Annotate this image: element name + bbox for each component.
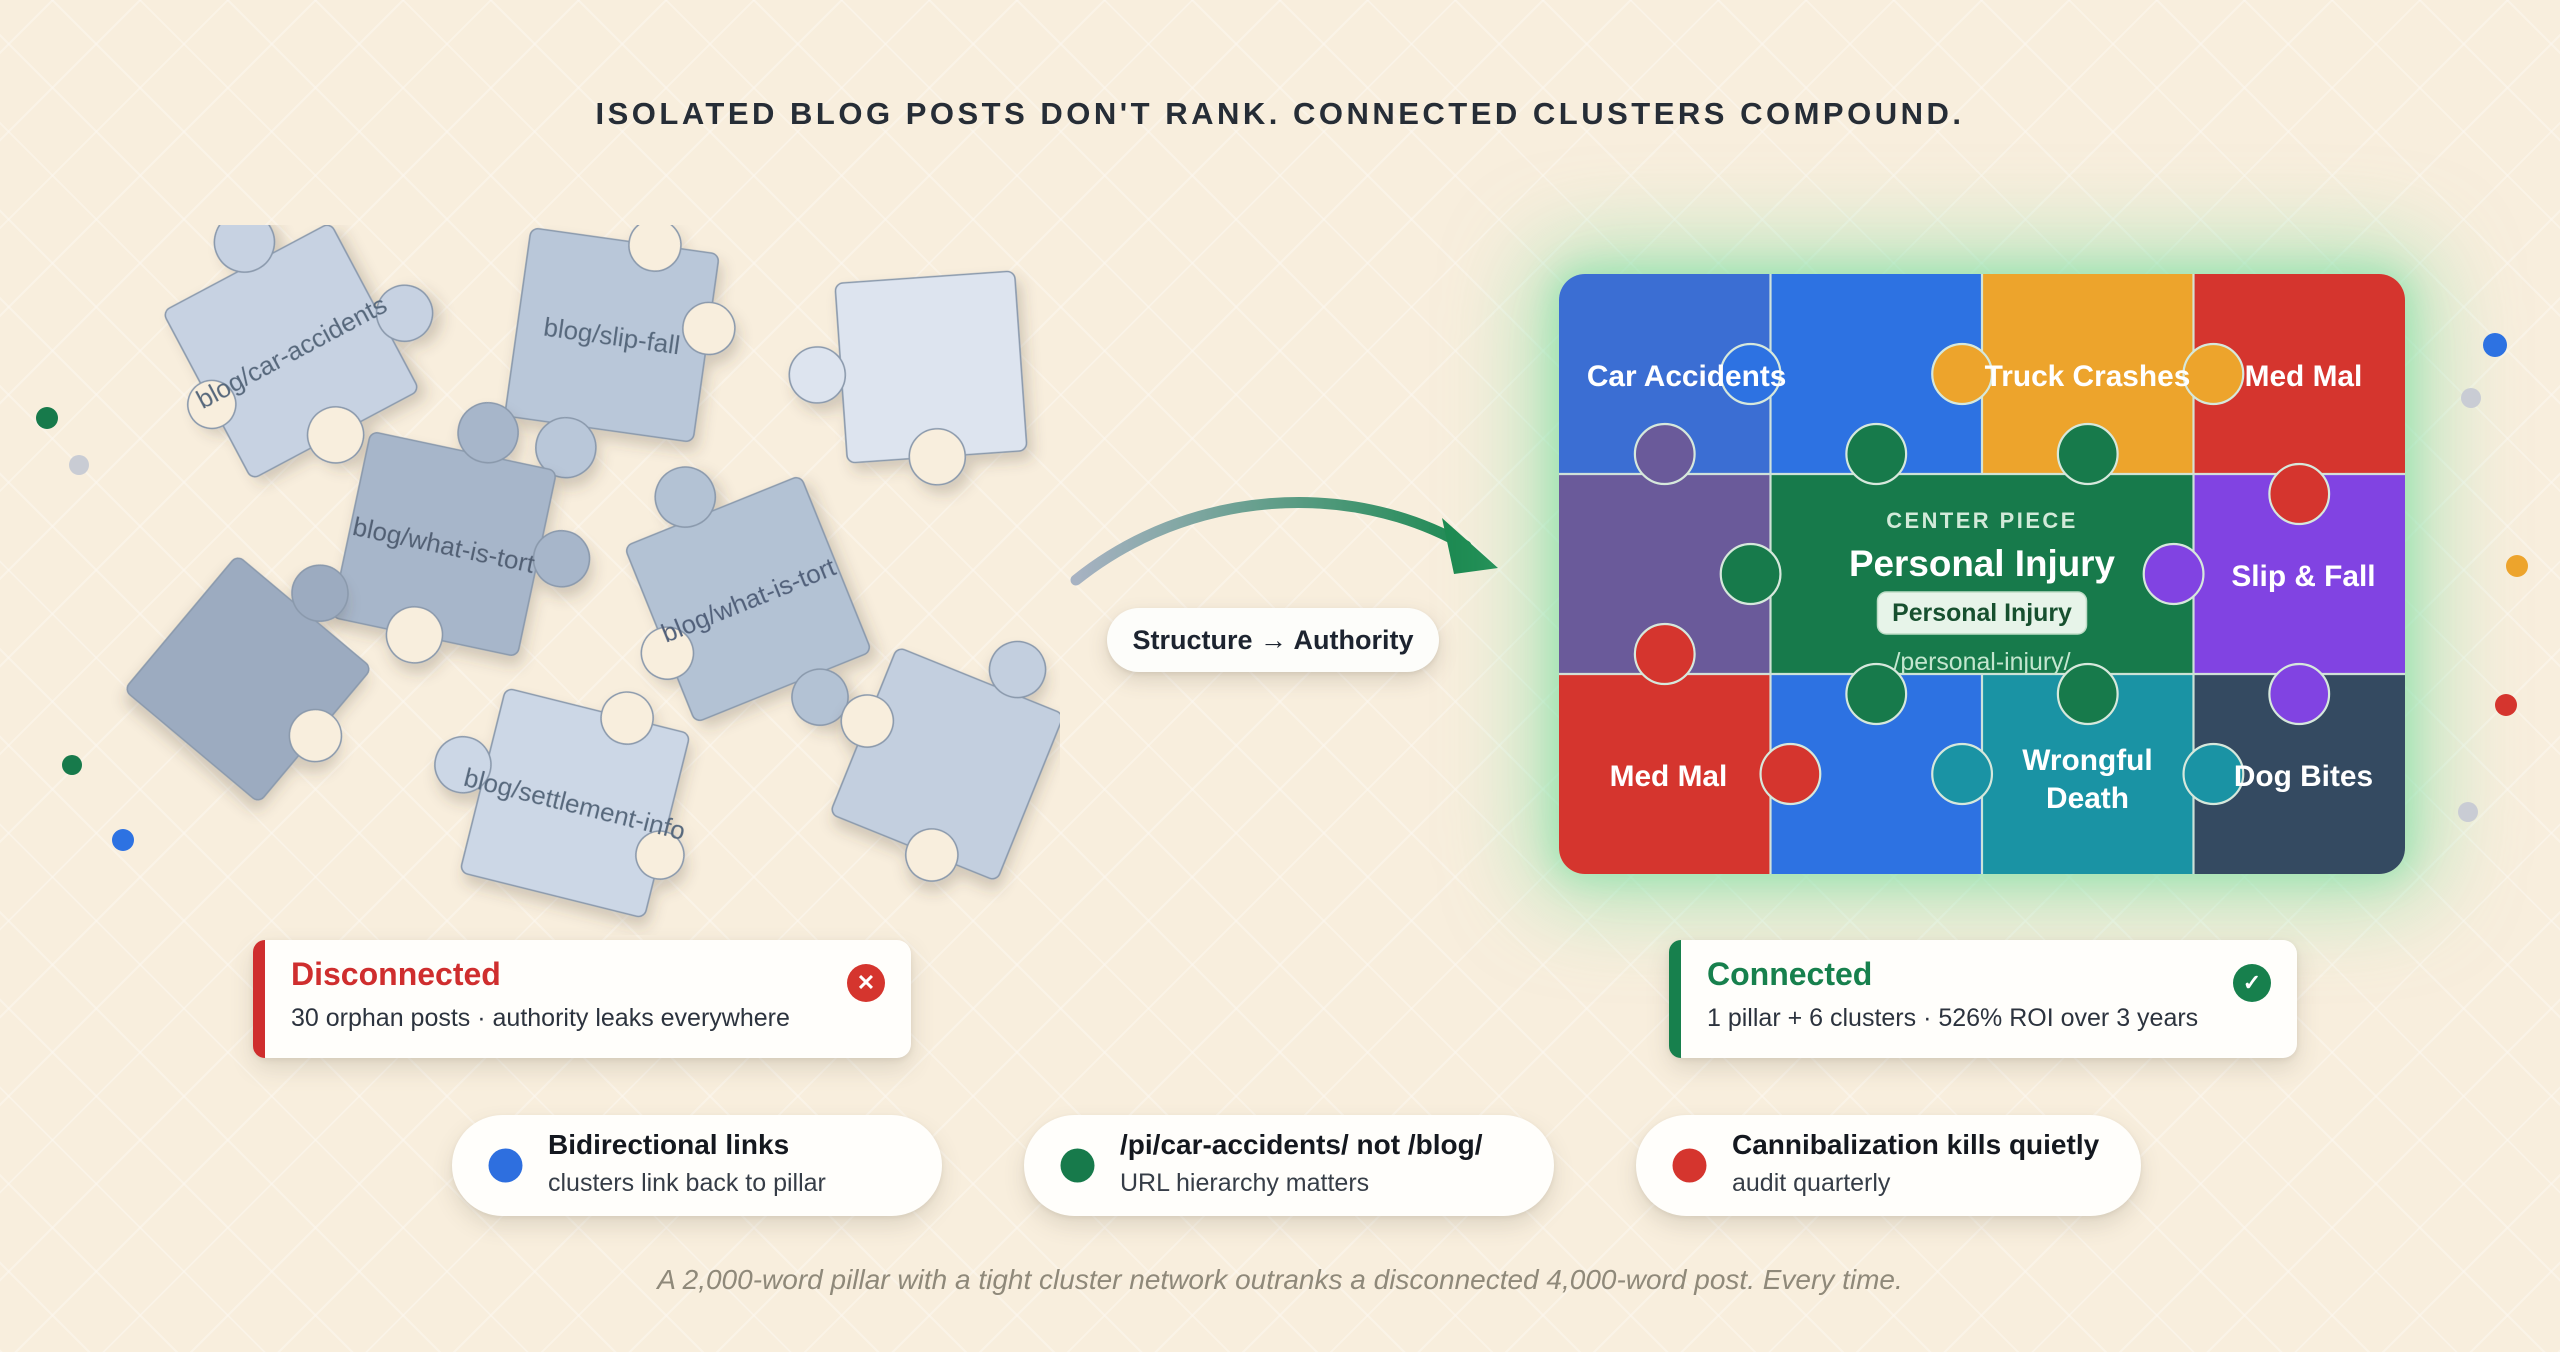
center-piece-badge-text: Personal Injury: [1892, 599, 2072, 627]
cluster-label-med-mal-top: Med Mal: [2245, 360, 2363, 393]
x-circle-icon: ✕: [847, 964, 885, 1002]
cluster-label-truck-crashes: Truck Crashes: [1985, 360, 2191, 393]
tip-url-hierarchy: /pi/car-accidents/ not /blog/ URL hierar…: [1024, 1115, 1554, 1216]
cluster-label-wrongful-death-1: Wrongful: [2022, 744, 2152, 777]
tip-subtitle: URL hierarchy matters: [1120, 1169, 1370, 1197]
check-circle-icon: ✓: [2233, 964, 2271, 1002]
connected-card: Connected 1 pillar + 6 clusters · 526% R…: [1669, 940, 2297, 1058]
structure-authority-arrow-icon: [1070, 496, 1498, 586]
disconnected-title: Disconnected: [291, 956, 501, 992]
cluster-label-med-mal-bottom: Med Mal: [1610, 760, 1728, 793]
tip-subtitle: audit quarterly: [1732, 1169, 1891, 1197]
disconnected-subtitle: 30 orphan posts · authority leaks everyw…: [291, 1004, 790, 1032]
cluster-label-wrongful-death-2: Death: [2046, 782, 2129, 815]
puzzle-piece-blank: [788, 270, 1028, 486]
center-piece-url: /personal-injury/: [1893, 648, 2070, 676]
transition-label-text: Structure → Authority: [1132, 624, 1414, 655]
disconnected-puzzle-cluster: blog/car-accidents blog/slip-fall blog/w…: [126, 225, 1060, 918]
cluster-label-car-accidents: Car Accidents: [1587, 360, 1787, 393]
red-bullet-dot-icon: [1672, 1148, 1707, 1183]
tip-subtitle: clusters link back to pillar: [548, 1169, 826, 1197]
tip-cannibalization: Cannibalization kills quietly audit quar…: [1636, 1115, 2141, 1216]
gray-dot-icon: [2461, 388, 2481, 408]
puzzle-piece-what-is-tort-orphan-2: blog/what-is-tort: [625, 466, 871, 726]
puzzle-piece-blank: [831, 640, 1060, 882]
disconnected-card: Disconnected 30 orphan posts · authority…: [253, 940, 911, 1058]
puzzle-piece-settlement-info-orphan: blog/settlement-info: [434, 688, 690, 918]
green-stripe: [1669, 940, 1681, 1058]
piece-med-mal-bottom: [1559, 674, 1771, 874]
orange-dot-icon: [2506, 555, 2528, 577]
footer-note: A 2,000-word pillar with a tight cluster…: [657, 1264, 1903, 1295]
cluster-label-slip-fall: Slip & Fall: [2231, 560, 2375, 593]
page-title: ISOLATED BLOG POSTS DON'T RANK. CONNECTE…: [595, 96, 1965, 131]
structure-authority-label: Structure → Authority: [1107, 608, 1439, 672]
tip-title: Cannibalization kills quietly: [1732, 1129, 2100, 1160]
puzzle-piece-blank: [126, 557, 370, 801]
green-bullet-dot-icon: [1060, 1148, 1095, 1183]
puzzle-piece-car-accidents-orphan: blog/car-accidents: [164, 225, 434, 478]
center-piece-kicker: CENTER PIECE: [1886, 508, 2078, 533]
puzzle-piece-what-is-tort-orphan: blog/what-is-tort: [332, 401, 591, 664]
gray-dot-icon: [2458, 802, 2478, 822]
tip-title: /pi/car-accidents/ not /blog/: [1120, 1129, 1483, 1160]
piece-personal-injury-pillar: [1770, 474, 2194, 674]
center-piece-badge: [1876, 591, 2088, 635]
blue-dot-icon: [2483, 333, 2507, 357]
connected-title: Connected: [1707, 956, 1873, 992]
red-stripe: [253, 940, 265, 1058]
connected-subtitle: 1 pillar + 6 clusters · 526% ROI over 3 …: [1707, 1004, 2199, 1032]
red-dot-icon: [2495, 694, 2517, 716]
tip-bidirectional-links: Bidirectional links clusters link back t…: [452, 1115, 942, 1216]
connected-puzzle-cluster: Car Accidents Truck Crashes Med Mal Slip…: [1559, 274, 2405, 874]
center-piece-title: Personal Injury: [1849, 543, 2115, 584]
blue-bullet-dot-icon: [488, 1148, 523, 1183]
cluster-label-dog-bites: Dog Bites: [2234, 760, 2373, 793]
puzzle-piece-slip-fall-orphan: blog/slip-fall: [504, 225, 736, 479]
tip-title: Bidirectional links: [548, 1129, 790, 1160]
